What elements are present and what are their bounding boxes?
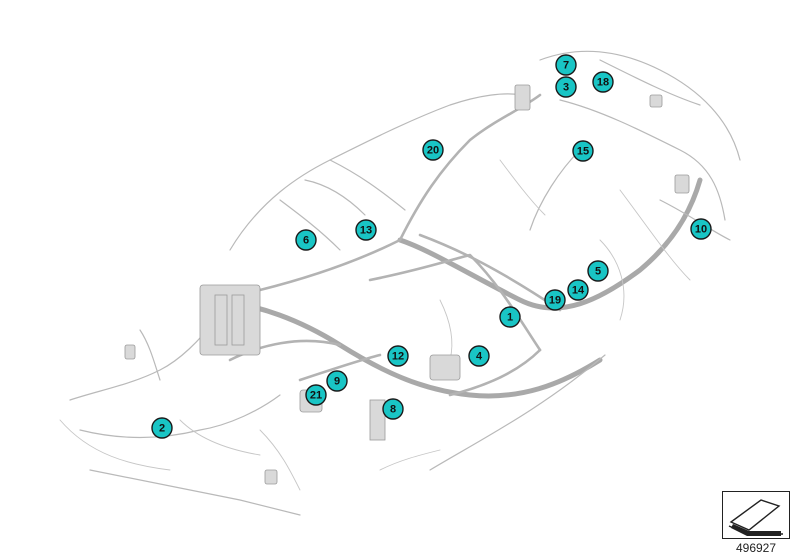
callout-circle — [468, 345, 490, 367]
callout-8: 8 — [382, 398, 404, 420]
callout-label: 15 — [577, 146, 589, 158]
callout-18: 18 — [592, 71, 614, 93]
callout-circle — [572, 140, 594, 162]
harness-wires — [59, 50, 741, 516]
callout-21: 21 — [305, 384, 327, 406]
callout-circle — [587, 260, 609, 282]
callout-label: 14 — [572, 285, 585, 297]
callout-circle — [499, 306, 521, 328]
callout-circle — [355, 219, 377, 241]
callout-6: 6 — [295, 229, 317, 251]
reference-icon-box — [722, 491, 790, 539]
callout-label: 7 — [563, 60, 569, 72]
callout-label: 2 — [159, 423, 165, 435]
car-section-arrow-icon — [728, 499, 783, 536]
callout-label: 19 — [549, 295, 561, 307]
callout-13: 13 — [355, 219, 377, 241]
callout-circle — [544, 289, 566, 311]
callout-4: 4 — [468, 345, 490, 367]
callout-circle — [326, 370, 348, 392]
callout-12: 12 — [387, 345, 409, 367]
callout-3: 3 — [555, 76, 577, 98]
callout-circle — [305, 384, 327, 406]
callout-19: 19 — [544, 289, 566, 311]
callout-10: 10 — [690, 218, 712, 240]
callout-circle — [555, 54, 577, 76]
callout-label: 4 — [476, 351, 483, 363]
callout-14: 14 — [567, 279, 589, 301]
callout-label: 6 — [303, 235, 309, 247]
callout-15: 15 — [572, 140, 594, 162]
callout-label: 5 — [595, 266, 601, 278]
callout-circle — [382, 398, 404, 420]
callout-1: 1 — [499, 306, 521, 328]
callout-2: 2 — [151, 417, 173, 439]
callout-label: 13 — [360, 225, 372, 237]
callout-9: 9 — [326, 370, 348, 392]
callout-label: 12 — [392, 351, 404, 363]
callout-label: 20 — [427, 145, 439, 157]
callout-circle — [567, 279, 589, 301]
callout-label: 1 — [507, 312, 513, 324]
callout-label: 3 — [563, 82, 569, 94]
callout-circle — [387, 345, 409, 367]
callout-circle — [422, 139, 444, 161]
callout-label: 10 — [695, 224, 707, 236]
callout-circle — [295, 229, 317, 251]
callout-circle — [592, 71, 614, 93]
reference-number: 496927 — [735, 541, 777, 555]
callout-5: 5 — [587, 260, 609, 282]
callout-circle — [690, 218, 712, 240]
callout-circle — [555, 76, 577, 98]
harness-connectors — [124, 84, 690, 485]
callout-20: 20 — [422, 139, 444, 161]
callout-label: 9 — [334, 376, 340, 388]
callout-circle — [151, 417, 173, 439]
callout-7: 7 — [555, 54, 577, 76]
callout-label: 18 — [597, 77, 609, 89]
callout-label: 8 — [390, 404, 396, 416]
callout-label: 21 — [310, 390, 322, 402]
